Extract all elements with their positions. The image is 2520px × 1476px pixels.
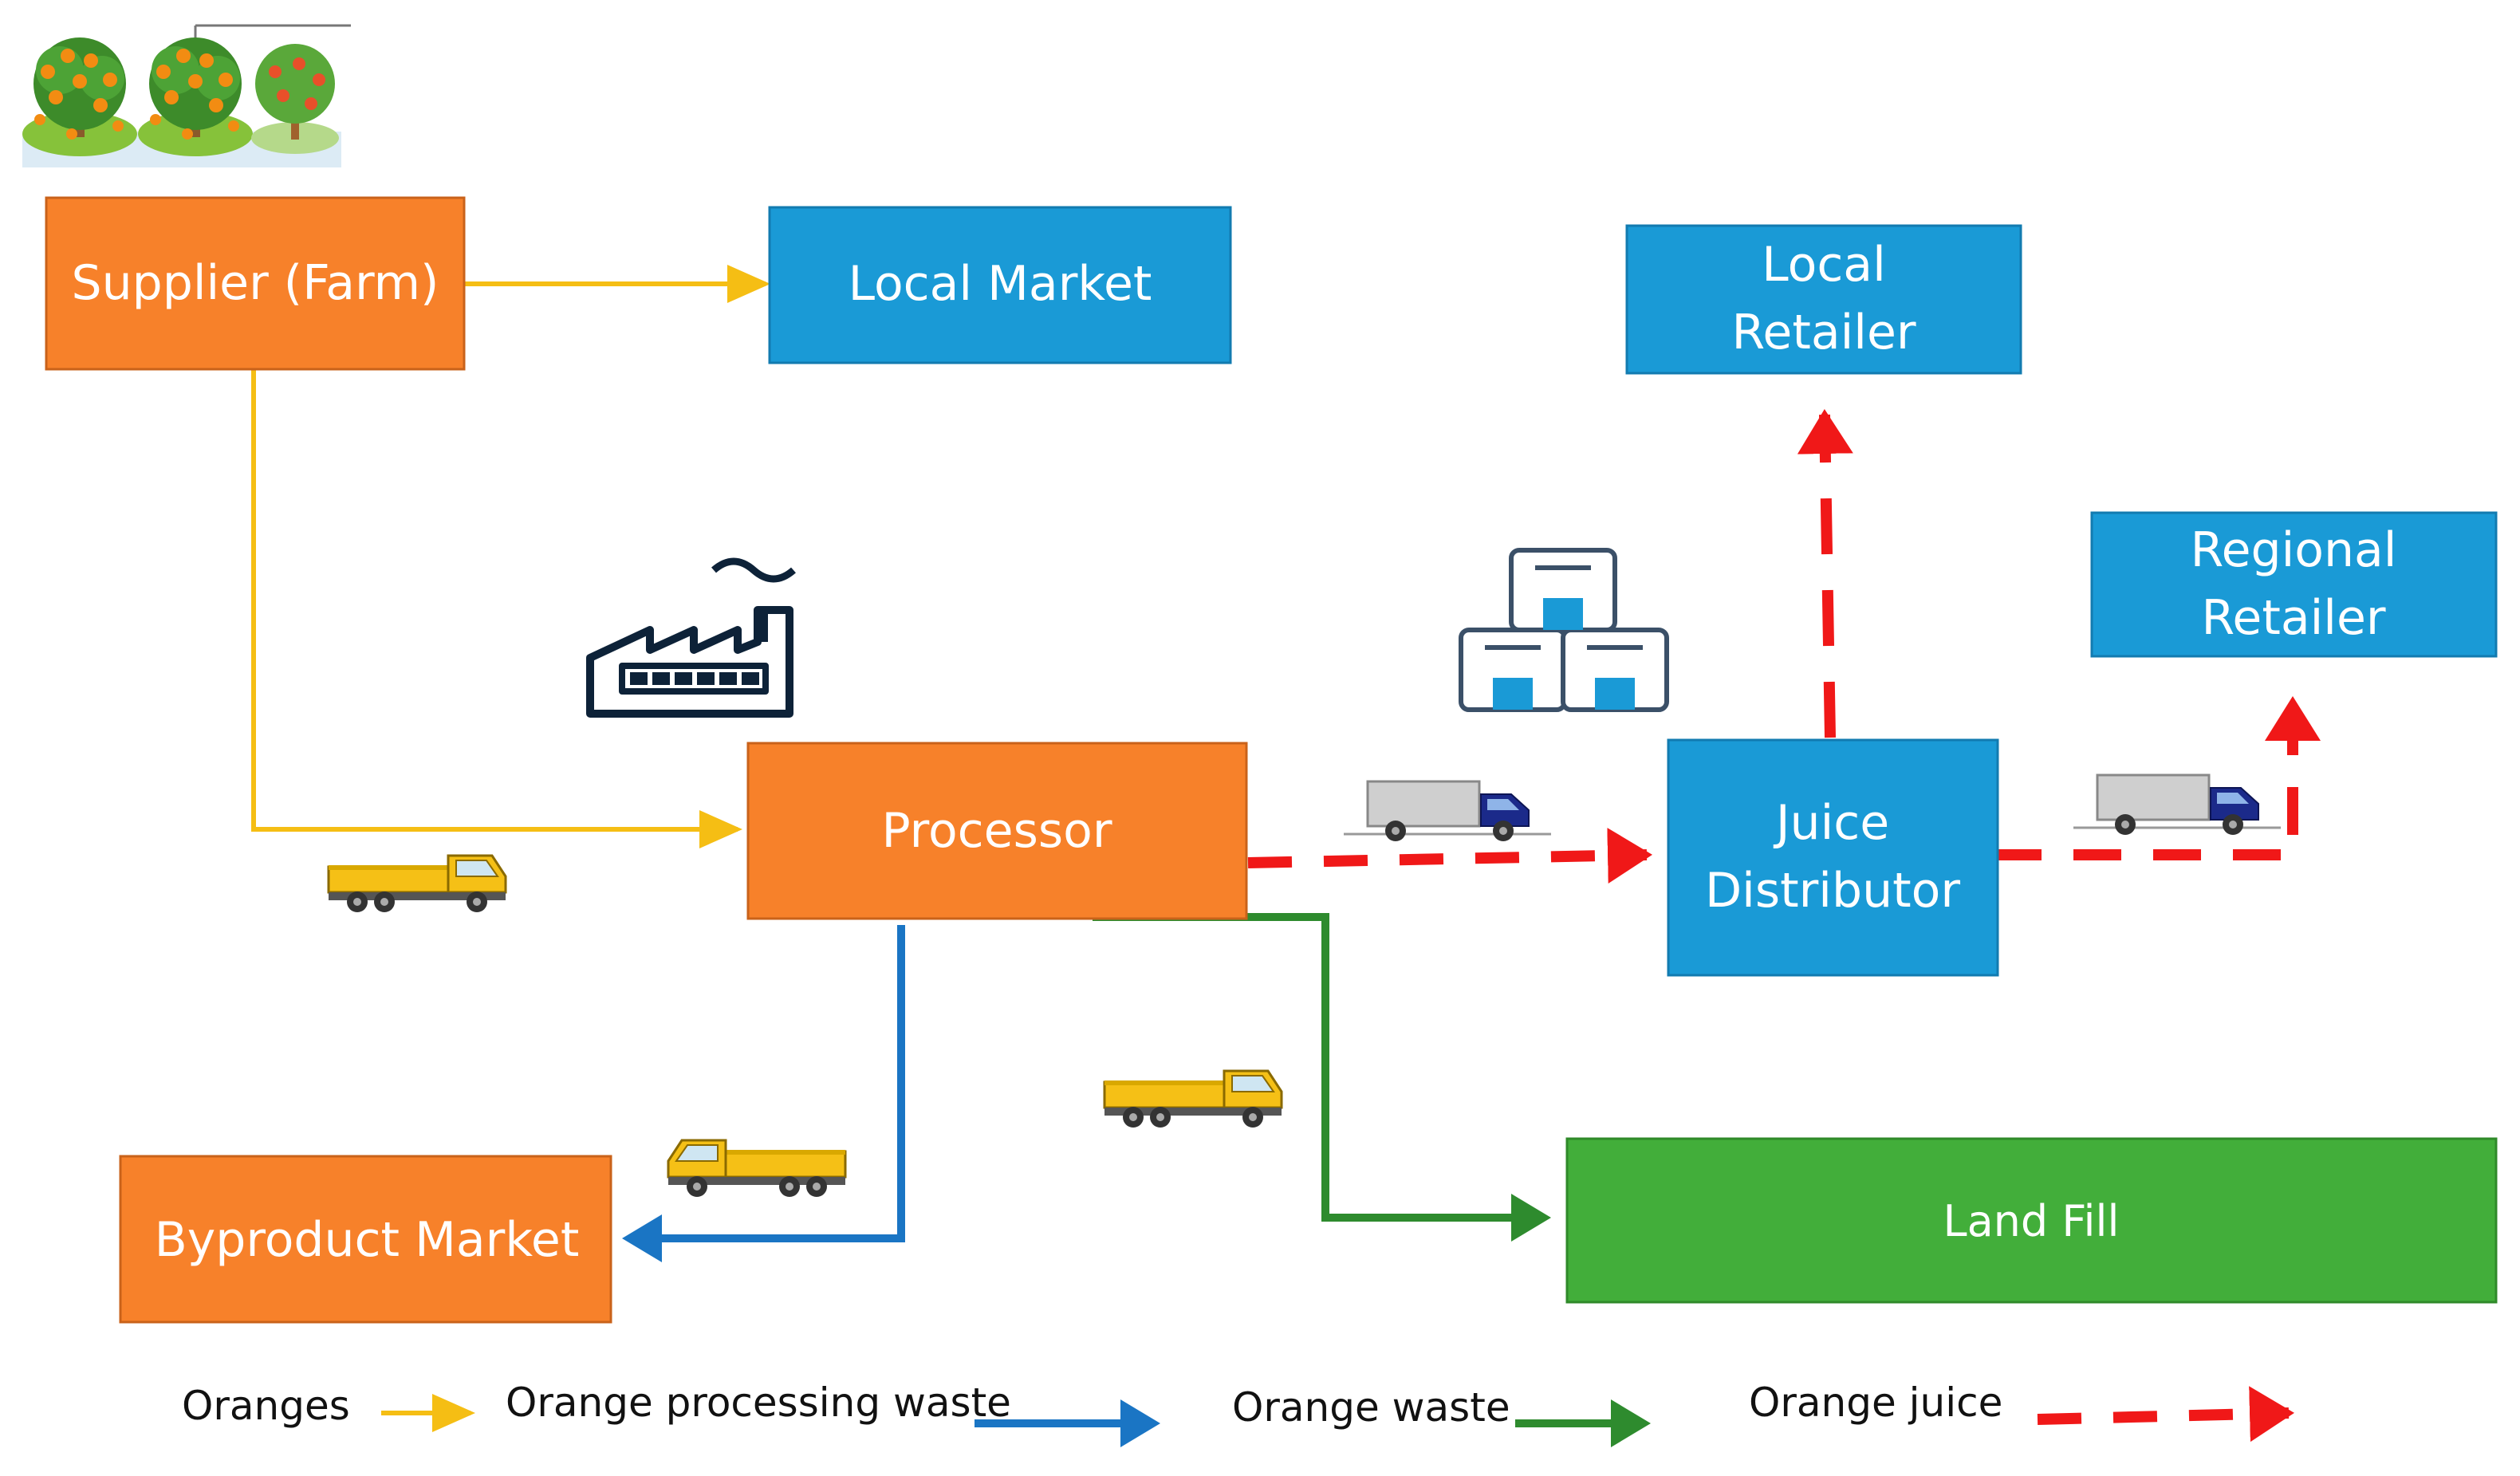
- yellow-truck-icon: [1103, 1069, 1283, 1129]
- byproduct-market-node: Byproduct Market: [119, 1155, 612, 1324]
- legend-processing-waste-label: Orange processing waste: [506, 1380, 1011, 1426]
- yellow-truck-icon: [327, 854, 507, 914]
- orange-waste-flow-to-land-fill: [1093, 913, 1551, 1242]
- delivery-truck-icon: [2072, 773, 2282, 836]
- oranges-flow-supplier-to-processor: [251, 369, 742, 848]
- delivery-truck-icon: [1342, 780, 1553, 843]
- local-market-node: Local Market: [768, 206, 1232, 364]
- regional-retailer-node: Regional Retailer: [2090, 511, 2498, 658]
- legend-orange-juice-arrow: [2037, 1386, 2294, 1443]
- regional-retailer-label-line1: Regional: [2191, 522, 2397, 578]
- juice-flow-processor-to-distributor: [1247, 827, 1652, 884]
- local-retailer-node: Local Retailer: [1625, 224, 2022, 375]
- regional-retailer-label-line2: Retailer: [2201, 590, 2385, 646]
- legend: Oranges Orange processing waste Orange w…: [182, 1380, 2294, 1447]
- local-market-label: Local Market: [849, 256, 1152, 312]
- juice-flow-distributor-to-local-retailer: [1797, 409, 1853, 738]
- juice-distributor-label-line2: Distributor: [1705, 863, 1960, 919]
- yellow-truck-icon: [667, 1139, 847, 1199]
- legend-orange-juice-label: Orange juice: [1749, 1380, 2002, 1426]
- processing-waste-flow-to-byproduct-market: [622, 925, 905, 1262]
- land-fill-label: Land Fill: [1943, 1196, 2120, 1246]
- juice-distributor-label-line1: Juice: [1773, 795, 1889, 851]
- supplier-farm-node: Supplier (Farm): [45, 196, 466, 371]
- legend-oranges-label: Oranges: [182, 1383, 350, 1429]
- legend-orange-waste-label: Orange waste: [1232, 1384, 1510, 1431]
- juice-distributor-node: Juice Distributor: [1667, 738, 1999, 977]
- factory-icon: [586, 557, 796, 718]
- processor-node: Processor: [746, 742, 1248, 920]
- byproduct-market-label: Byproduct Market: [155, 1212, 580, 1268]
- land-fill-node: Land Fill: [1565, 1137, 2498, 1304]
- processor-label: Processor: [882, 803, 1112, 859]
- local-retailer-label-line2: Retailer: [1731, 305, 1916, 360]
- juice-flow-distributor-to-regional-retailer: [1994, 696, 2321, 860]
- local-retailer-label-line1: Local: [1762, 237, 1886, 293]
- warehouse-boxes-icon: [1459, 548, 1669, 712]
- orange-tree-icon: [22, 24, 351, 167]
- supplier-farm-label: Supplier (Farm): [72, 255, 439, 311]
